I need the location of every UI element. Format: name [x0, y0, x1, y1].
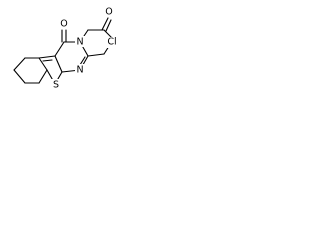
bond-cyclohexane-6	[13, 69, 26, 84]
atom-bg-nitrogen-bottom	[75, 64, 85, 75]
bond-cyclohexane-4	[38, 69, 48, 84]
bond-cyclohexane-3	[38, 57, 48, 71]
atom-nitrogen-top: N	[76, 37, 83, 48]
atom-bg-ketone-oxygen	[104, 6, 114, 17]
bond-thiophene-2	[54, 55, 63, 73]
bond-cyclohexane-1	[13, 57, 26, 71]
bond-ketone-1	[101, 17, 109, 31]
atom-bg-sulfur	[51, 79, 61, 90]
atom-chloro: Cl	[107, 37, 116, 48]
atom-nitrogen-bottom: N	[76, 65, 83, 76]
bond-thiophene-double	[42, 59, 53, 62]
atom-label-layer: O O N N Cl S	[51, 6, 120, 91]
bond-ketone-2	[105, 19, 112, 32]
atom-bg-nitrogen-top	[75, 36, 85, 47]
atom-ketone-oxygen: O	[105, 7, 112, 18]
atom-bg-carbonyl-oxygen	[59, 18, 69, 29]
bond-chloromethyl-1	[87, 53, 105, 57]
atom-carbonyl-oxygen: O	[60, 19, 67, 30]
chemical-structure-drawing: O O N N Cl S	[13, 6, 120, 91]
atom-bg-chloro	[104, 37, 120, 48]
bond-pyrimidine-1	[54, 41, 65, 57]
bond-thiophene-1	[38, 55, 56, 59]
atom-sulfur: S	[53, 80, 59, 91]
